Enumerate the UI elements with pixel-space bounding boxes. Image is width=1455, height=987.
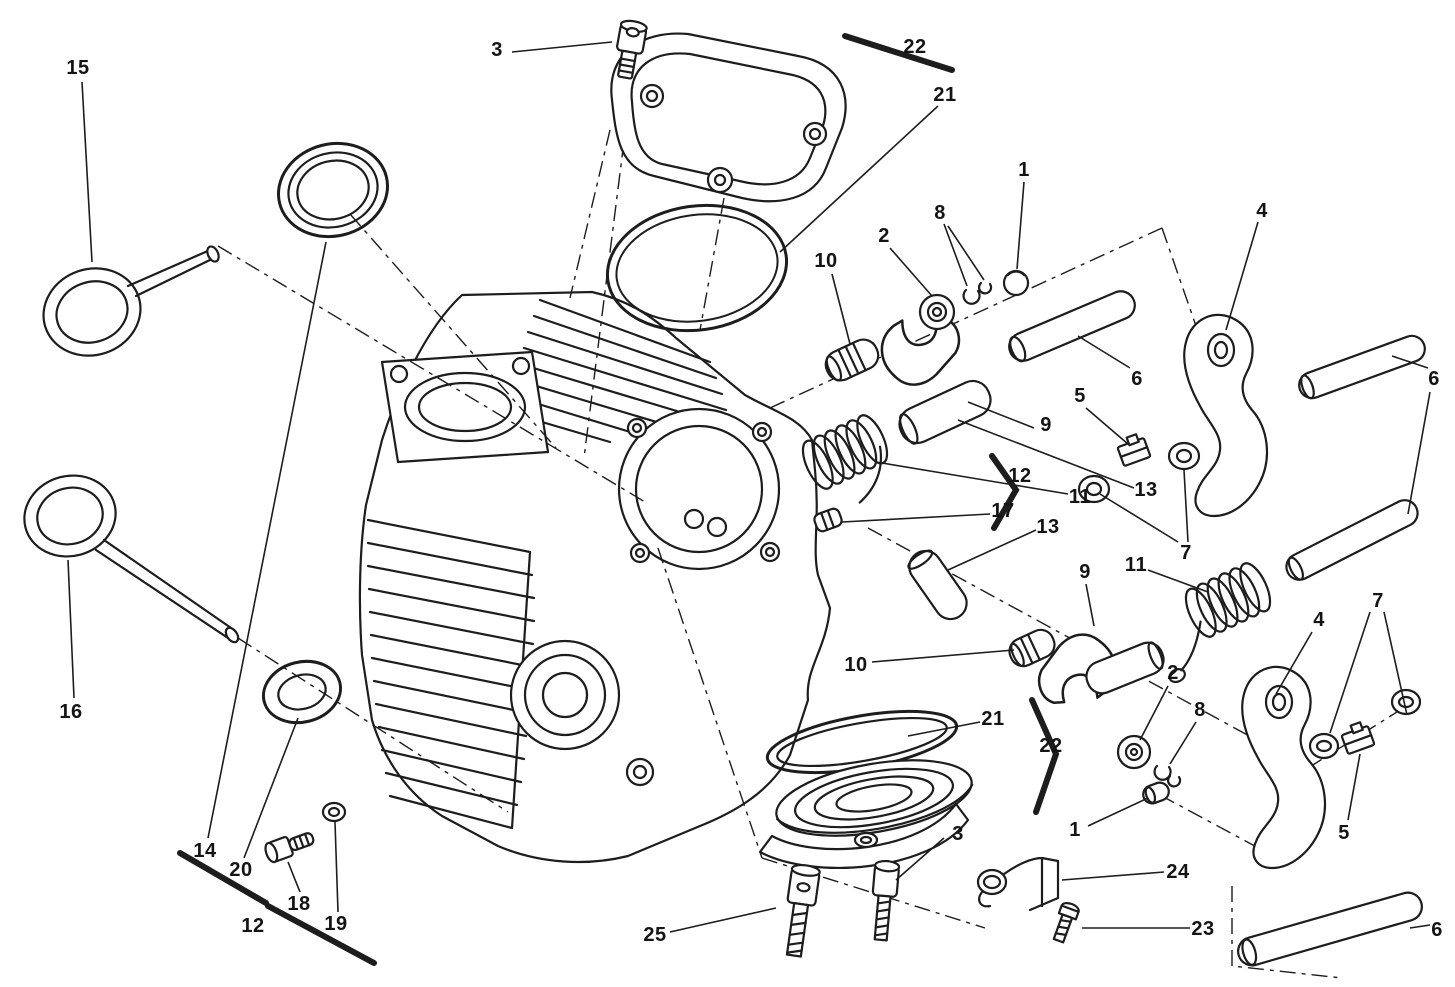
part-number-label: 6 xyxy=(1131,368,1143,390)
part-number-label: 23 xyxy=(1191,918,1215,940)
rocker-shaft-3 xyxy=(1285,499,1419,581)
socket-bolt-25 xyxy=(785,863,821,958)
mounting-boss xyxy=(625,757,655,787)
part-number-label: 22 xyxy=(903,36,927,58)
tappet-bucket-upper xyxy=(824,338,880,382)
part-number-label: 4 xyxy=(1313,609,1325,631)
part-number-label: 3 xyxy=(491,39,503,61)
cooling-fins-left xyxy=(366,518,536,830)
valve-seat-ring xyxy=(276,141,390,239)
part-number-label: 17 xyxy=(991,500,1015,522)
rocker-shaft-1 xyxy=(1008,290,1136,363)
bolt-18 xyxy=(264,832,315,864)
leader-lines xyxy=(67,41,1431,933)
part-number-label: 22 xyxy=(1039,735,1063,757)
adjuster-nut-upper xyxy=(918,293,956,331)
tappet-bucket-lower xyxy=(1008,628,1056,668)
part-number-label: 3 xyxy=(952,823,964,845)
part-number-label: 18 xyxy=(287,893,311,915)
part-number-label: 13 xyxy=(1036,516,1060,538)
part-number-label: 5 xyxy=(1338,822,1350,844)
part-number-label: 13 xyxy=(1134,479,1158,501)
cover-bolt xyxy=(616,19,648,80)
part-number-label: 1 xyxy=(1018,159,1030,181)
part-number-label: 2 xyxy=(1167,662,1179,684)
part-number-label: 9 xyxy=(1040,414,1052,436)
opening-shim-washers-lower xyxy=(1308,688,1422,760)
adjuster-block-lower xyxy=(1340,721,1376,755)
rocker-arm-lower xyxy=(1241,665,1327,870)
parts xyxy=(23,19,1426,967)
part-number-label: 12 xyxy=(241,915,265,937)
valve-guide-seal xyxy=(261,659,343,725)
part-number-label: 1 xyxy=(1069,819,1081,841)
part-number-label: 11 xyxy=(1068,486,1092,508)
rocker-spindle-upper xyxy=(898,379,992,445)
part-number-label: 21 xyxy=(933,84,957,106)
adjuster-nut-lower xyxy=(1116,734,1152,770)
part-number-label: 5 xyxy=(1074,385,1086,407)
part-number-label: 2 xyxy=(878,225,890,247)
valve-guide-cylinder-lower xyxy=(907,549,968,621)
cam-bore xyxy=(617,407,781,571)
part-number-label: 10 xyxy=(844,654,868,676)
o-ring-gasket xyxy=(605,203,789,333)
rocker-spindle-lower xyxy=(1085,641,1165,695)
valve-spring-lower xyxy=(1168,562,1272,684)
wire-spring-clip-24 xyxy=(976,856,1060,912)
part-number-label: 10 xyxy=(814,250,838,272)
part-number-label: 8 xyxy=(1194,699,1206,721)
cooling-fins-upper xyxy=(506,298,728,444)
intake-valve xyxy=(42,245,220,357)
valve-cover-bottom xyxy=(775,759,974,837)
cylinder-head xyxy=(358,290,832,864)
adjuster-block-upper xyxy=(1116,433,1152,467)
intake-flange xyxy=(380,350,550,464)
retaining-clips-upper xyxy=(962,281,993,305)
part-number-label: 7 xyxy=(1180,542,1192,564)
valve-shim-plug-17 xyxy=(813,507,843,533)
part-number-label: 19 xyxy=(324,913,348,935)
part-number-label: 12 xyxy=(1008,465,1032,487)
opening-shim-washers-upper xyxy=(1077,441,1201,504)
part-number-label: 25 xyxy=(643,924,667,946)
part-number-label: 6 xyxy=(1431,919,1443,941)
rocker-shaft-2 xyxy=(1298,334,1426,400)
part-number-label: 24 xyxy=(1166,861,1190,883)
cover-mount-plate xyxy=(758,802,970,869)
part-number-label: 14 xyxy=(193,840,217,862)
part-number-label: 9 xyxy=(1079,561,1091,583)
exhaust-port-opening xyxy=(509,639,621,751)
end-cap-lower xyxy=(1142,781,1170,805)
part-number-label: 7 xyxy=(1372,590,1384,612)
rocker-arm-upper xyxy=(1183,313,1269,518)
part-number-label: 6 xyxy=(1428,368,1440,390)
retaining-clips-lower xyxy=(1153,764,1182,788)
part-number-label: 15 xyxy=(66,57,90,79)
part-number-label: 8 xyxy=(934,202,946,224)
screw-23 xyxy=(1052,902,1080,944)
part-number-label: 16 xyxy=(59,701,83,723)
valve-cover-top xyxy=(610,32,847,203)
exhaust-valve xyxy=(23,474,240,644)
part-number-label: 20 xyxy=(229,859,253,881)
washer-19 xyxy=(321,801,347,823)
end-cap-upper xyxy=(1002,269,1030,297)
socket-bolt-3-lower xyxy=(871,859,901,942)
rocker-shaft-4 xyxy=(1237,891,1423,967)
group-bracket-lines xyxy=(177,33,1060,966)
part-number-label: 4 xyxy=(1256,200,1268,222)
part-number-label: 11 xyxy=(1124,554,1148,576)
part-number-label: 21 xyxy=(981,708,1005,730)
